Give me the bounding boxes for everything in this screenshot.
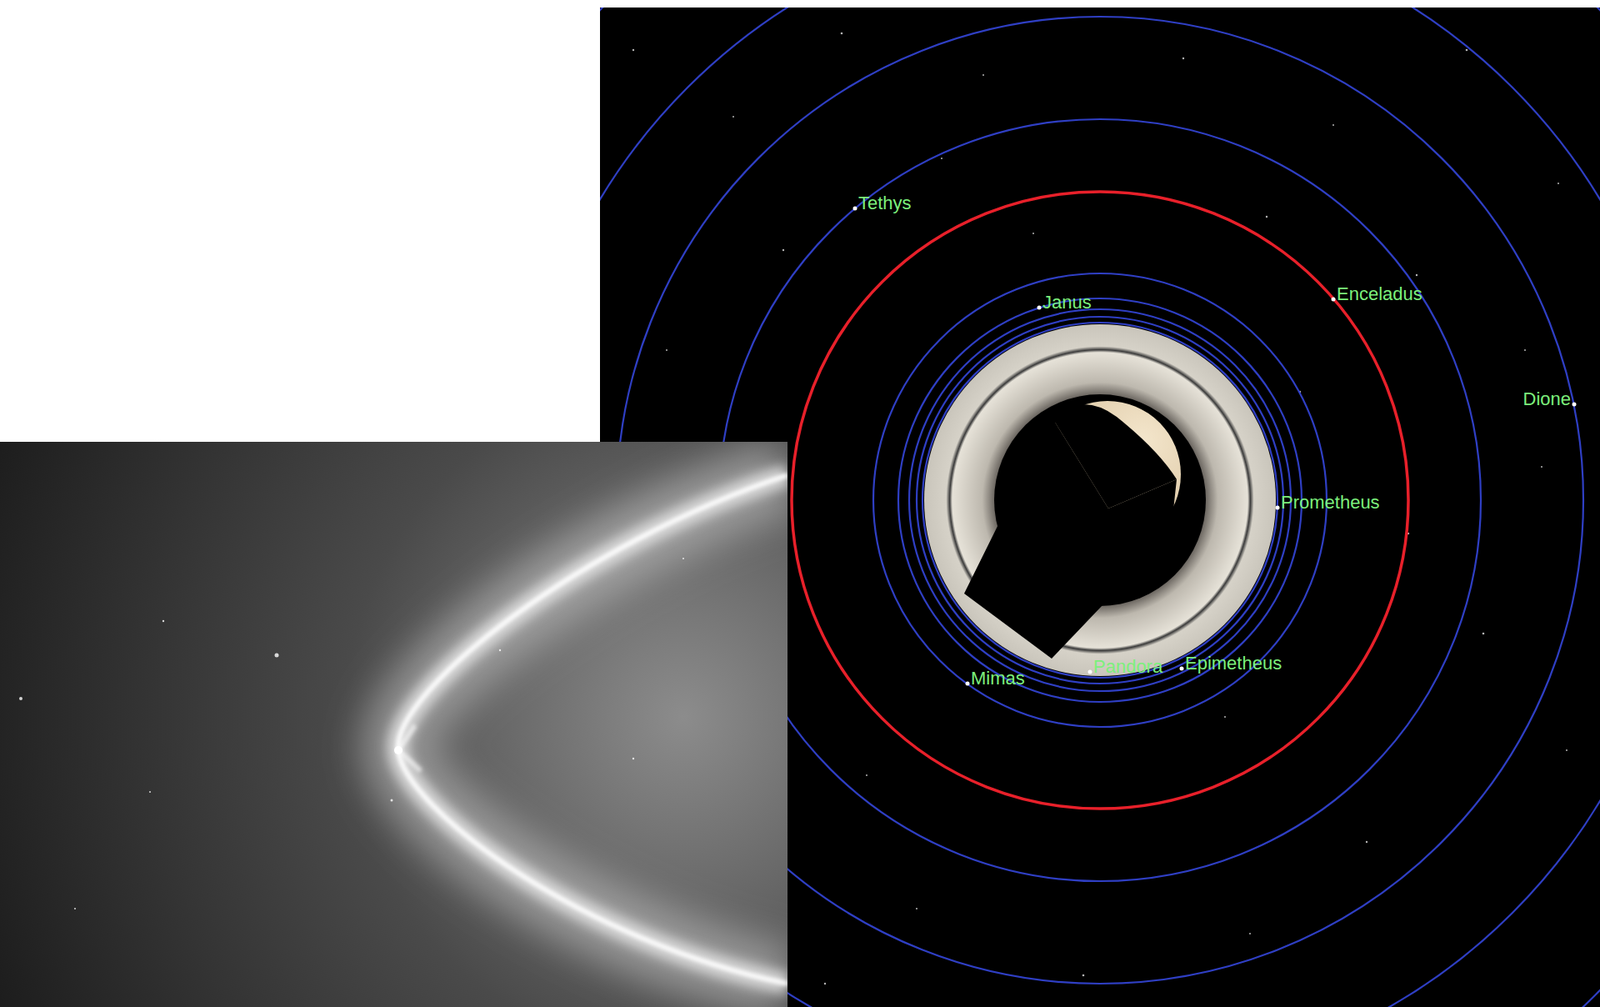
moon-label: Pandora: [1093, 656, 1163, 677]
moon-label: Dione: [1523, 389, 1571, 410]
moon-label: Mimas: [970, 668, 1025, 689]
moon-label: Tethys: [858, 193, 912, 214]
moon-label: Janus: [1042, 292, 1092, 313]
moon-label: Enceladus: [1336, 284, 1423, 305]
moon-label: Epimetheus: [1185, 653, 1282, 674]
moon-label: Prometheus: [1280, 492, 1380, 513]
